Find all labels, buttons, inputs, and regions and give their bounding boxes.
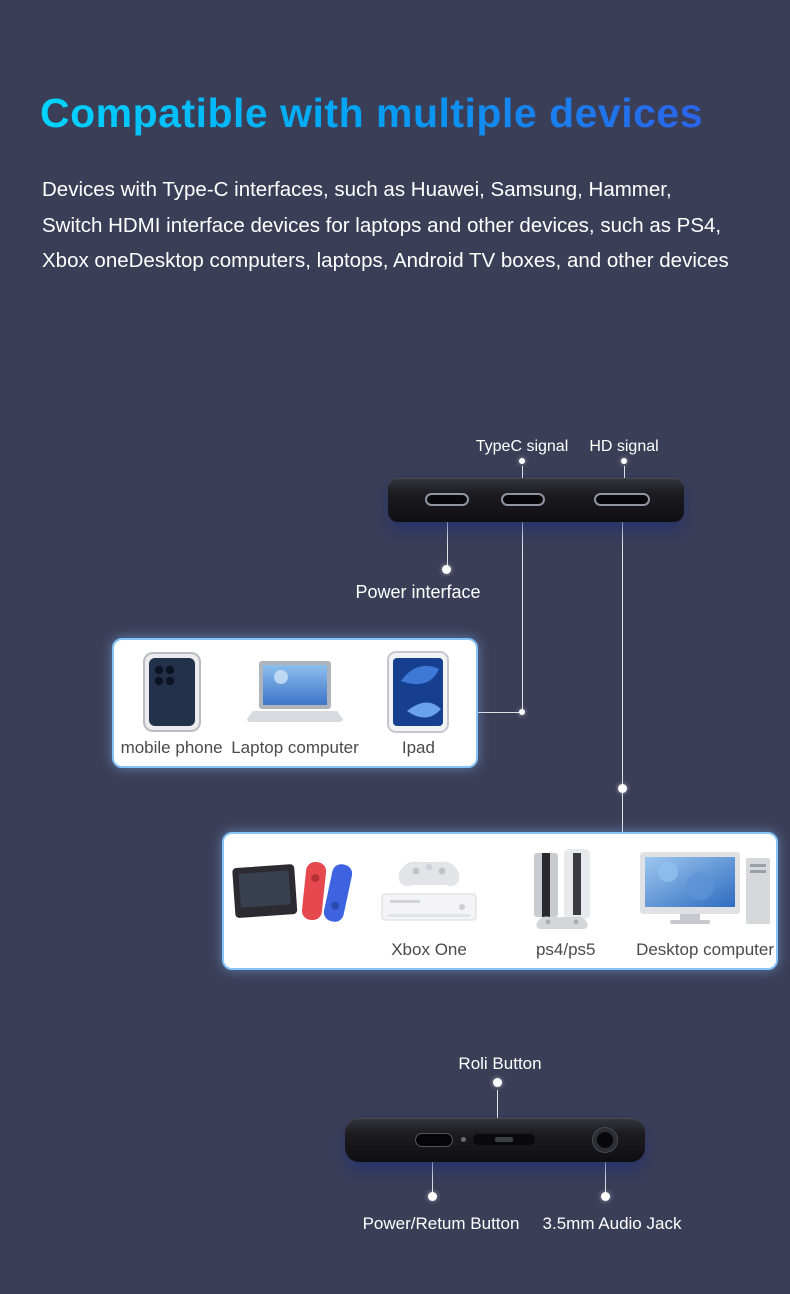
connector-dot [519, 709, 525, 715]
panel-cell-laptop: Laptop computer [229, 640, 361, 766]
leader-line-audio-jack [605, 1162, 606, 1192]
connector-dot [519, 458, 525, 464]
laptop-label: Laptop computer [231, 738, 359, 757]
ipad-label: Ipad [401, 738, 435, 757]
page-title: Compatible with multiple devices [40, 90, 704, 136]
large-devices-panel: Xbox One ps4/ps5 [222, 832, 778, 970]
xbox-one-image [374, 840, 484, 940]
nintendo-switch-image [232, 840, 353, 940]
hd-signal-port [594, 493, 650, 506]
hd-signal-label: HD signal [589, 438, 659, 455]
description-line: Switch HDMI interface devices for laptop… [42, 213, 722, 237]
leader-line-roli [497, 1090, 498, 1118]
power-typec-port [425, 493, 469, 506]
ps4-ps5-image [516, 840, 616, 940]
connector-dot [601, 1192, 610, 1201]
connector-dot [621, 458, 627, 464]
roli-button-image [473, 1134, 535, 1145]
panel-cell-ps4-ps5: ps4/ps5 [497, 834, 634, 968]
power-return-label: Power/Retum Button [362, 1214, 520, 1233]
leader-line-power-return [432, 1162, 433, 1192]
monitor-port-edge-image [388, 478, 684, 522]
connector-dot [442, 565, 451, 574]
panel-cell-desktop-computer: Desktop computer [634, 834, 776, 968]
connector-line-hd-down [622, 522, 623, 832]
roli-button-label: Roli Button [458, 1054, 542, 1073]
connector-line-typec-elbow [478, 712, 523, 713]
mobile-phone-label: mobile phone [120, 738, 223, 757]
connector-line-typec-down [522, 522, 523, 712]
small-devices-panel: mobile phone Laptop computer [112, 638, 478, 768]
xbox-one-label: Xbox One [391, 940, 467, 959]
connector-dot [428, 1192, 437, 1201]
panel-cell-nintendo-switch [224, 834, 361, 968]
panel-cell-mobile-phone: mobile phone [114, 640, 229, 766]
laptop-image [245, 646, 345, 738]
monitor-side-edge-image [345, 1118, 645, 1162]
description: Devices with Type-C interfaces, such as … [42, 172, 772, 279]
mobile-phone-image [142, 646, 201, 738]
description-line: Devices with Type-C interfaces, such as … [42, 178, 672, 201]
description-line: Xbox oneDesktop computers, laptops, Andr… [42, 249, 729, 272]
typec-signal-port [501, 493, 545, 506]
ipad-image [387, 646, 450, 738]
desktop-computer-label: Desktop computer [636, 940, 775, 959]
audio-jack-label: 3.5mm Audio Jack [542, 1214, 682, 1233]
connector-dot [493, 1078, 502, 1087]
power-return-button-image [415, 1133, 453, 1147]
connector-dot [618, 784, 627, 793]
power-interface-label: Power interface [355, 582, 481, 602]
desktop-computer-image [638, 840, 772, 940]
roli-button-notch [495, 1137, 513, 1142]
typec-signal-label: TypeC signal [475, 438, 569, 455]
leader-line-power [447, 522, 448, 566]
ps4-ps5-label: ps4/ps5 [535, 940, 596, 959]
panel-cell-xbox-one: Xbox One [361, 834, 498, 968]
panel-cell-ipad: Ipad [361, 640, 476, 766]
audio-jack-image [593, 1128, 617, 1152]
indicator-dot [461, 1137, 466, 1142]
